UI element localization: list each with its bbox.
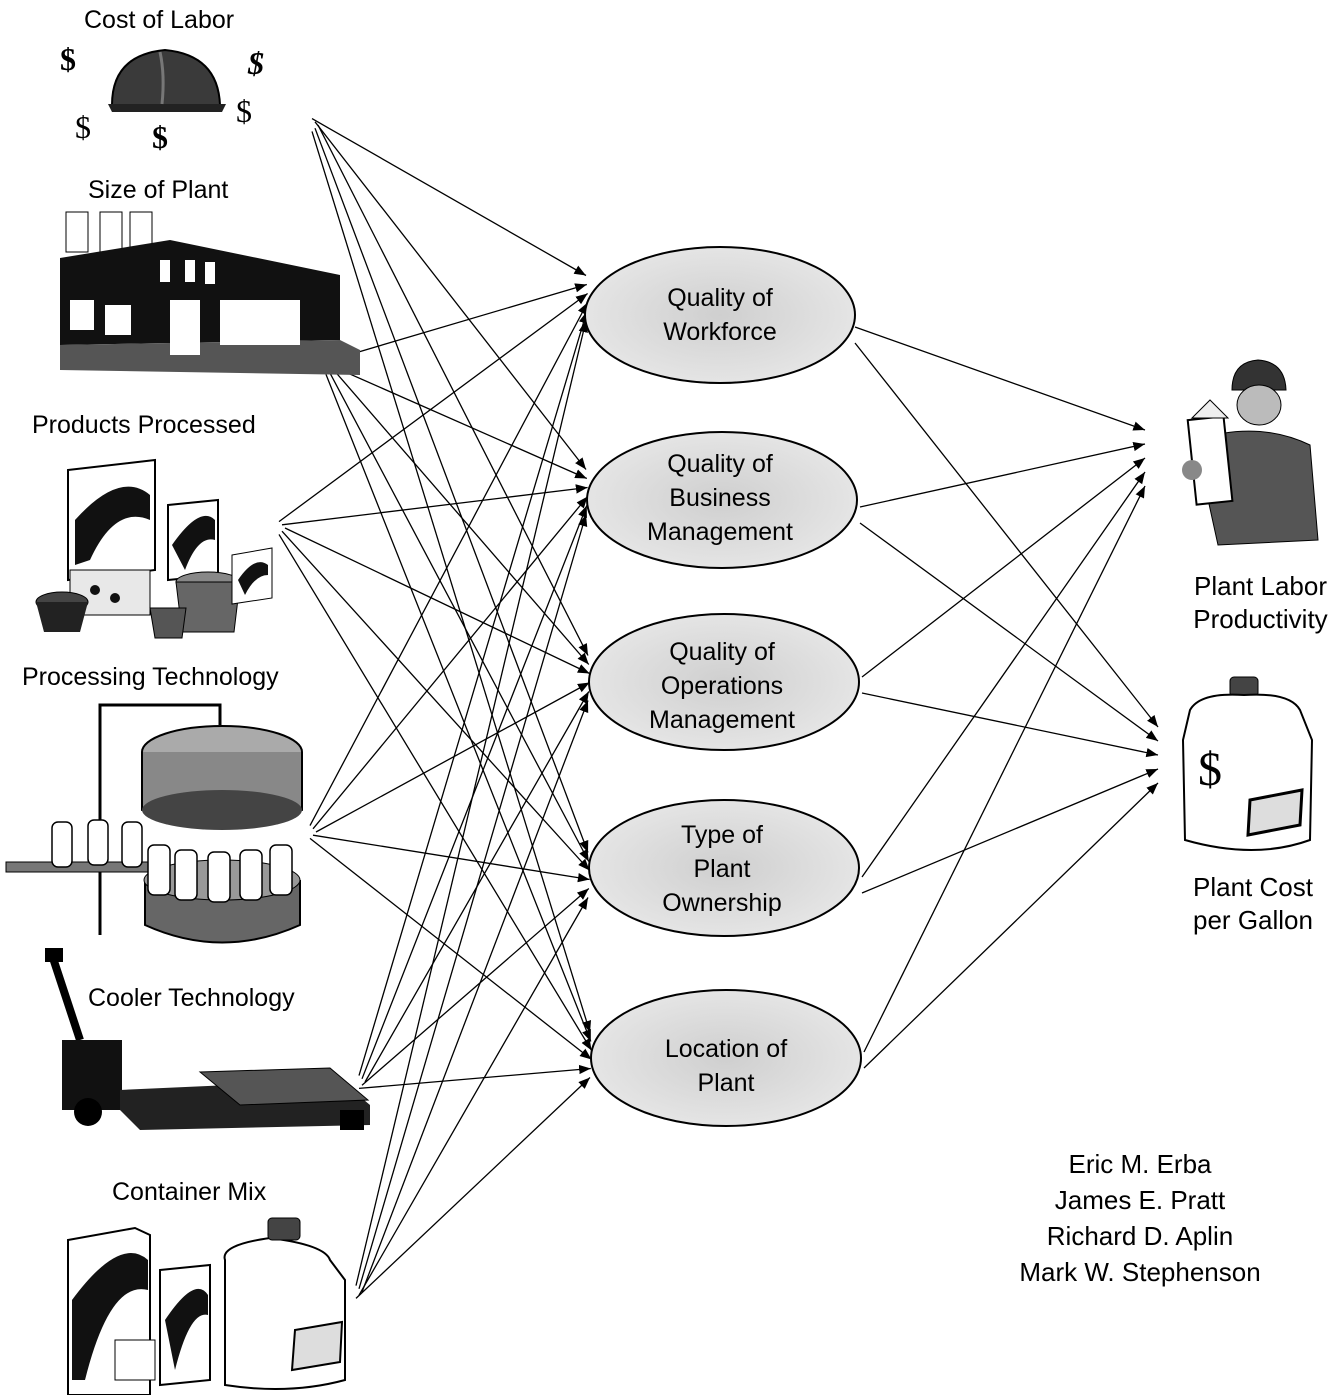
influence-arrow: [317, 124, 589, 656]
dairy-products-icon: [35, 458, 273, 639]
ellipse-type-of-plant-ownership: [588, 799, 860, 937]
label-plant-labor-line2: Productivity: [1193, 604, 1328, 634]
influence-arrow: [854, 326, 1146, 431]
bottling-machine-icon: [5, 703, 303, 944]
outcome-arrows: [854, 326, 1159, 1069]
influence-arrow: [358, 514, 588, 1289]
influence-arrow: [281, 484, 588, 526]
influence-arrow: [358, 1064, 591, 1090]
svg-text:$: $: [60, 41, 76, 77]
influence-arrow: [314, 121, 587, 470]
author-name: Eric M. Erba: [1068, 1149, 1212, 1179]
influence-arrow: [325, 374, 592, 1042]
author-name: Richard D. Aplin: [1046, 1221, 1234, 1251]
svg-text:$: $: [247, 45, 264, 81]
influence-arrow: [328, 364, 588, 480]
ellipse-quality-of-workforce: [584, 246, 856, 384]
influence-arrow: [331, 367, 590, 665]
label-quality-of-workforce: Quality of Workforce: [663, 284, 777, 346]
ellipse-location-of-plant: [590, 989, 862, 1127]
influence-arrow: [859, 441, 1146, 508]
label-cooler-technology: Cooler Technology: [88, 984, 295, 1012]
plant-building-icon: [60, 211, 360, 375]
svg-text:$: $: [236, 93, 252, 129]
author-list: Eric M. Erba James E. Pratt Richard D. A…: [990, 1146, 1290, 1290]
author-name: Mark W. Stephenson: [1019, 1257, 1261, 1287]
influence-arrow: [361, 700, 589, 1293]
influence-arrow: [358, 897, 589, 1296]
ellipse-quality-of-operations-management: [588, 613, 860, 751]
worker-icon: [1182, 359, 1319, 546]
influence-arrow: [355, 320, 588, 1286]
influence-arrow: [281, 530, 591, 871]
influence-arrow: [861, 692, 1159, 758]
label-products-processed: Products Processed: [32, 411, 256, 439]
influence-arrow: [863, 782, 1159, 1069]
hard-hat-icon: [108, 48, 226, 112]
influence-arrow: [309, 837, 593, 1061]
label-quality-of-operations-management: Quality of Operations Management: [649, 638, 795, 734]
influence-arrow: [859, 522, 1159, 742]
influence-arrow: [361, 888, 590, 1086]
label-size-of-plant: Size of Plant: [88, 176, 229, 204]
influence-arrow: [861, 457, 1146, 678]
milk-jug-dollar-icon: $: [1181, 676, 1314, 851]
influence-arrow: [284, 527, 590, 675]
influence-arrow: [278, 292, 588, 523]
influence-arrow: [309, 302, 589, 826]
label-quality-of-business-management: Quality of Business Management: [647, 450, 793, 546]
influence-arrow: [312, 496, 589, 830]
label-processing-technology: Processing Technology: [22, 663, 279, 691]
label-plant-cost-line1: Plant Cost: [1193, 872, 1313, 902]
influence-arrow: [863, 485, 1146, 1053]
influence-arrow: [861, 471, 1146, 878]
influence-arrow: [311, 118, 587, 277]
influence-arrow: [358, 311, 588, 1076]
influence-arrow: [861, 768, 1159, 894]
influence-arrow: [854, 342, 1159, 728]
influence-arrow: [328, 370, 590, 862]
influence-arrow: [312, 834, 590, 883]
milk-containers-icon: [67, 1217, 346, 1395]
label-location-of-plant: Location of Plant: [664, 1035, 788, 1097]
label-type-of-plant-ownership: Type of Plant Ownership: [662, 821, 782, 917]
influence-arrow: [311, 131, 592, 1033]
influence-arrow: [361, 505, 588, 1080]
factor-arrows: [278, 118, 593, 1299]
label-cost-of-labor: Cost of Labor: [84, 6, 235, 34]
label-plant-labor-line1: Plant Labor: [1194, 571, 1327, 601]
svg-text:$: $: [152, 119, 168, 155]
svg-text:$: $: [75, 109, 91, 145]
label-container-mix: Container Mix: [112, 1178, 267, 1206]
influence-arrow: [315, 681, 590, 833]
influence-arrow: [314, 127, 589, 853]
label-plant-cost-line2: per Gallon: [1193, 905, 1313, 935]
influence-arrow: [325, 283, 587, 363]
label-plant-cost-per-gallon: Plant Cost per Gallon: [1168, 871, 1338, 937]
influence-arrow: [278, 534, 593, 1051]
jug-dollar-sign: $: [1198, 743, 1222, 796]
ellipse-quality-of-business-management: [586, 431, 858, 569]
dollar-sign-icons: $ $ $ $ $: [60, 41, 264, 155]
pallet-jack-icon: [45, 948, 370, 1130]
author-name: James E. Pratt: [1054, 1185, 1226, 1215]
label-plant-labor-productivity: Plant Labor Productivity: [1178, 570, 1341, 636]
influence-arrow: [355, 1077, 591, 1299]
